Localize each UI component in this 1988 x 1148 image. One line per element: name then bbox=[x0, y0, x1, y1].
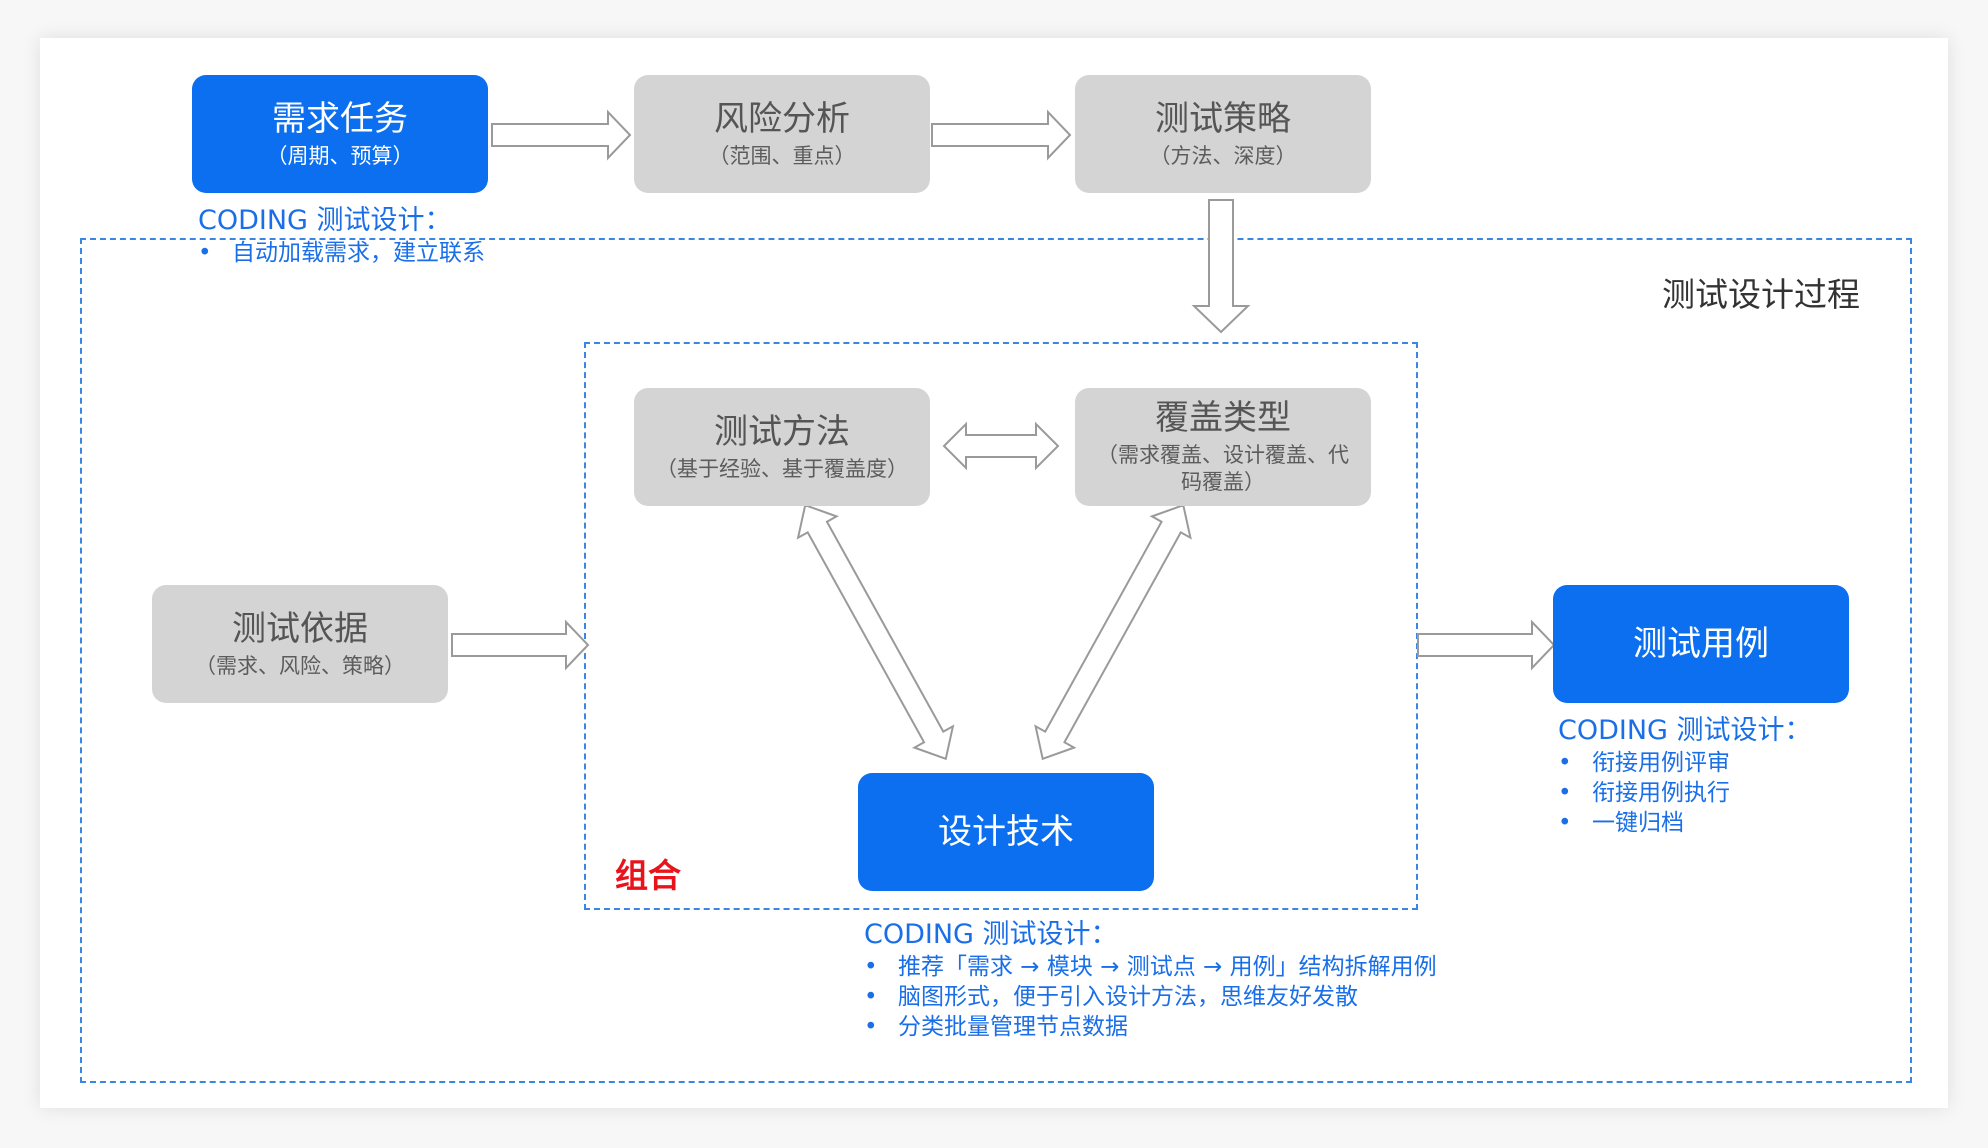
test-case-coding-note: CODING 测试设计： •衔接用例评审 •衔接用例执行 •一键归档 bbox=[1558, 714, 1812, 838]
test-strategy-title: 测试策略 bbox=[1155, 98, 1291, 139]
requirement-note-item: •自动加载需求，建立联系 bbox=[198, 240, 485, 266]
requirement-task-subtitle: （周期、预算） bbox=[266, 143, 414, 168]
arrow-coverage-design bbox=[1034, 503, 1192, 761]
design-technique-box[interactable]: 设计技术 bbox=[858, 773, 1154, 891]
arrow-method-design bbox=[796, 503, 955, 761]
design-coding-note: CODING 测试设计： •推荐「需求 → 模块 → 测试点 → 用例」结构拆解… bbox=[864, 918, 1437, 1042]
test-case-note-item: •衔接用例执行 bbox=[1558, 780, 1730, 806]
requirement-task-title: 需求任务 bbox=[272, 98, 408, 139]
combination-label: 组合 bbox=[615, 856, 681, 895]
design-note-heading: CODING 测试设计： bbox=[864, 919, 1118, 950]
design-note-item: •脑图形式，便于引入设计方法，思维友好发散 bbox=[864, 984, 1358, 1010]
risk-analysis-box[interactable]: 风险分析 （范围、重点） bbox=[634, 75, 930, 193]
coverage-type-box[interactable]: 覆盖类型 （需求覆盖、设计覆盖、代码覆盖） bbox=[1075, 388, 1371, 506]
test-design-process-region bbox=[80, 238, 1912, 1083]
coverage-type-title: 覆盖类型 bbox=[1155, 398, 1291, 438]
arrow-combination-to-testcase bbox=[1417, 619, 1556, 671]
design-note-item: •分类批量管理节点数据 bbox=[864, 1014, 1128, 1040]
process-title: 测试设计过程 bbox=[1662, 275, 1860, 314]
test-strategy-box[interactable]: 测试策略 （方法、深度） bbox=[1075, 75, 1371, 193]
test-case-note-item: •一键归档 bbox=[1558, 810, 1684, 836]
risk-analysis-subtitle: （范围、重点） bbox=[708, 143, 856, 168]
design-note-item: •推荐「需求 → 模块 → 测试点 → 用例」结构拆解用例 bbox=[864, 954, 1437, 980]
combination-region bbox=[584, 342, 1418, 910]
test-method-subtitle: （基于经验、基于覆盖度） bbox=[656, 456, 908, 481]
test-case-note-heading: CODING 测试设计： bbox=[1558, 715, 1812, 746]
test-basis-box[interactable]: 测试依据 （需求、风险、策略） bbox=[152, 585, 448, 703]
test-strategy-subtitle: （方法、深度） bbox=[1149, 143, 1297, 168]
requirement-coding-note: CODING 测试设计： •自动加载需求，建立联系 bbox=[198, 204, 485, 268]
test-basis-subtitle: （需求、风险、策略） bbox=[195, 653, 405, 678]
test-basis-title: 测试依据 bbox=[232, 608, 368, 649]
test-case-title: 测试用例 bbox=[1633, 624, 1769, 664]
arrow-strategy-down bbox=[1191, 199, 1251, 334]
test-method-box[interactable]: 测试方法 （基于经验、基于覆盖度） bbox=[634, 388, 930, 506]
coverage-type-subtitle: （需求覆盖、设计覆盖、代码覆盖） bbox=[1097, 443, 1349, 494]
arrow-method-coverage bbox=[942, 421, 1060, 471]
risk-analysis-title: 风险分析 bbox=[714, 98, 850, 139]
arrow-risk-to-strategy bbox=[931, 109, 1072, 161]
requirement-note-heading: CODING 测试设计： bbox=[198, 205, 452, 236]
design-technique-title: 设计技术 bbox=[938, 812, 1074, 852]
arrow-basis-to-combination bbox=[451, 619, 590, 671]
diagram-canvas bbox=[40, 38, 1948, 1108]
test-case-box[interactable]: 测试用例 bbox=[1553, 585, 1849, 703]
test-method-title: 测试方法 bbox=[714, 411, 850, 452]
test-case-note-item: •衔接用例评审 bbox=[1558, 750, 1730, 776]
requirement-task-box[interactable]: 需求任务 （周期、预算） bbox=[192, 75, 488, 193]
arrow-task-to-risk bbox=[491, 109, 632, 161]
